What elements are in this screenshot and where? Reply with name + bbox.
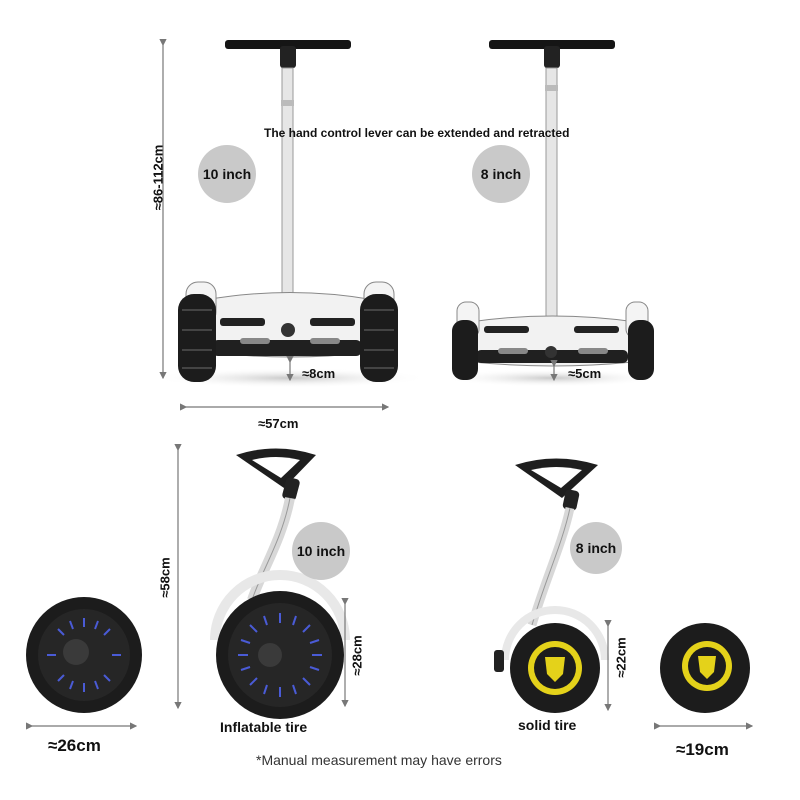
badge-8-inch-bottom: 8 inch: [570, 522, 622, 574]
tire-8-loose: [660, 623, 750, 713]
caption-top: The hand control lever can be extended a…: [264, 126, 570, 140]
scooter-10-side: [210, 448, 350, 719]
inflatable-tire-label: Inflatable tire: [220, 719, 308, 735]
tire-height-8-label: ≈22cm: [613, 637, 629, 678]
width-label: ≈57cm: [258, 416, 299, 431]
scooter-8-side: [494, 458, 609, 713]
solid-tire-label: solid tire: [518, 717, 577, 733]
clearance-8-label: ≈5cm: [568, 366, 602, 381]
height-range-label: ≈86-112cm: [150, 144, 166, 211]
badge-label: 8 inch: [575, 540, 617, 556]
tire-height-10-label: ≈28cm: [349, 635, 365, 676]
scooter-10-front: [150, 40, 430, 388]
footnote: *Manual measurement may have errors: [256, 752, 502, 768]
badge-label: 10 inch: [202, 166, 252, 182]
tire-diameter-8-label: ≈19cm: [676, 740, 729, 759]
dimension-lines-bottom: [26, 444, 754, 730]
scooter-8-front: [442, 40, 662, 387]
badge-10-inch-bottom: 10 inch: [292, 522, 350, 580]
side-height-label: ≈58cm: [157, 557, 173, 598]
tire-10-loose: [26, 597, 142, 713]
dimension-lines-top: [159, 39, 558, 411]
badge-label: 10 inch: [296, 543, 346, 559]
badge-8-inch-top: 8 inch: [472, 145, 530, 203]
tire-diameter-10-label: ≈26cm: [48, 736, 101, 755]
clearance-10-label: ≈8cm: [302, 366, 336, 381]
badge-10-inch-top: 10 inch: [198, 145, 256, 203]
badge-label: 8 inch: [480, 166, 522, 182]
